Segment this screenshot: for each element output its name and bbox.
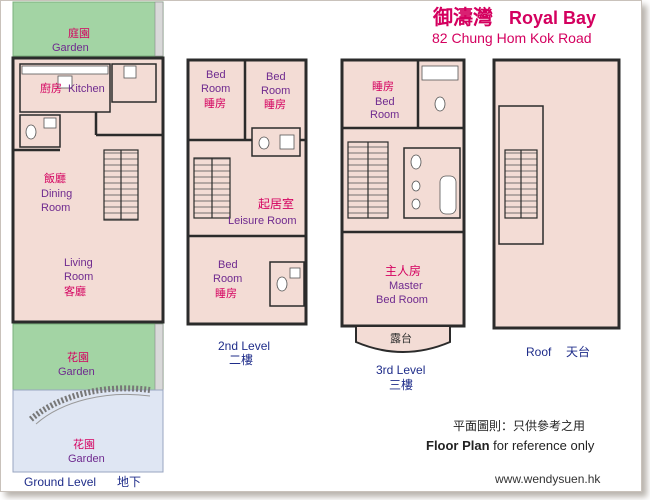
master-label-cn: 主人房 <box>385 263 421 278</box>
middle-garden-label-en: Garden <box>58 366 95 378</box>
master-label-en-1: Master <box>389 280 423 292</box>
third-level-plan: 睡房 Bed Room 主人房 Master Bed Room 露台 3rd L… <box>340 58 466 392</box>
third-level-title-en: 3rd Level <box>376 363 425 377</box>
lower-garden-label-en: Garden <box>68 453 105 465</box>
bed3-label-cn: 睡房 <box>215 287 237 300</box>
third-bed-label-en-2: Room <box>370 109 399 121</box>
top-garden-label-cn: 庭園 <box>68 26 90 40</box>
footer-note-rest: for reference only <box>490 438 595 453</box>
terrace-label-cn: 露台 <box>390 331 412 345</box>
top-garden <box>12 1 164 57</box>
living-label-cn: 客廳 <box>64 284 86 298</box>
garden-side-path <box>154 1 164 57</box>
ground-level-title-en: Ground Level <box>24 475 96 489</box>
address: 82 Chung Hom Kok Road <box>432 30 592 46</box>
curved-steps <box>28 385 151 423</box>
dining-label-en-2: Room <box>41 202 70 214</box>
terrace <box>355 325 451 353</box>
third-level-title-cn: 三樓 <box>389 377 413 392</box>
leisure-label-en: Leisure Room <box>228 215 296 227</box>
lower-garden-label-cn: 花園 <box>73 438 95 451</box>
wc-basin <box>43 117 57 129</box>
title-english: Royal Bay <box>509 8 596 28</box>
kitchen-label-en: Kitchen <box>68 83 105 95</box>
utility-fixture <box>123 65 137 79</box>
second-level-title-cn: 二樓 <box>229 352 253 367</box>
bed2-label-en-1: Bed <box>266 71 286 83</box>
second-level-title-en: 2nd Level <box>218 339 270 353</box>
third-bed-label-en-1: Bed <box>375 96 395 108</box>
middle-garden-label-cn: 花園 <box>67 351 89 364</box>
website-link[interactable]: www.wendysuen.hk <box>494 472 601 486</box>
bed2-label-en-2: Room <box>261 85 290 97</box>
third-bed-label-cn: 睡房 <box>372 80 394 93</box>
top-garden-label-en: Garden <box>52 42 89 54</box>
dining-label-en-1: Dining <box>41 188 72 200</box>
lower-garden <box>12 389 164 473</box>
roof-plan: Roof 天台 <box>492 58 621 359</box>
bed1-label-en-1: Bed <box>206 69 226 81</box>
ground-level-title-cn: 地下 <box>117 475 141 489</box>
bed1-label-en-2: Room <box>201 83 230 95</box>
bed3-label-en-2: Room <box>213 273 242 285</box>
bed2-label-cn: 睡房 <box>264 98 286 111</box>
roof-title-cn: 天台 <box>566 344 590 359</box>
bed1-label-cn: 睡房 <box>204 97 226 110</box>
roof-title-en: Roof <box>526 345 552 359</box>
title-chinese: 御濤灣 <box>432 5 493 29</box>
second-level-plan: Bed Room 睡房 Bed Room 睡房 起居室 Leisure Room… <box>186 58 308 367</box>
kitchen-sink <box>57 75 73 89</box>
footer-note-bold: Floor Plan <box>426 438 490 453</box>
kitchen-label-cn: 廚房 <box>40 81 62 95</box>
ground-level-plan: 庭園 Garden 廚房 Kitchen 飯廳 Dining Room Livi… <box>11 1 165 489</box>
living-label-en-1: Living <box>64 257 93 269</box>
footer-note-cn: 平面圖則：只供參考之用 <box>453 418 585 433</box>
leisure-label-cn: 起居室 <box>258 196 294 211</box>
middle-garden <box>12 323 164 391</box>
master-label-en-2: Bed Room <box>376 294 428 306</box>
living-label-en-2: Room <box>64 271 93 283</box>
kitchen-counter <box>21 65 109 75</box>
wc-toilet <box>25 124 37 140</box>
dining-label-cn: 飯廳 <box>44 171 66 185</box>
footer-note-en: Floor Plan for reference only <box>426 438 595 453</box>
bed3-label-en-1: Bed <box>218 259 238 271</box>
